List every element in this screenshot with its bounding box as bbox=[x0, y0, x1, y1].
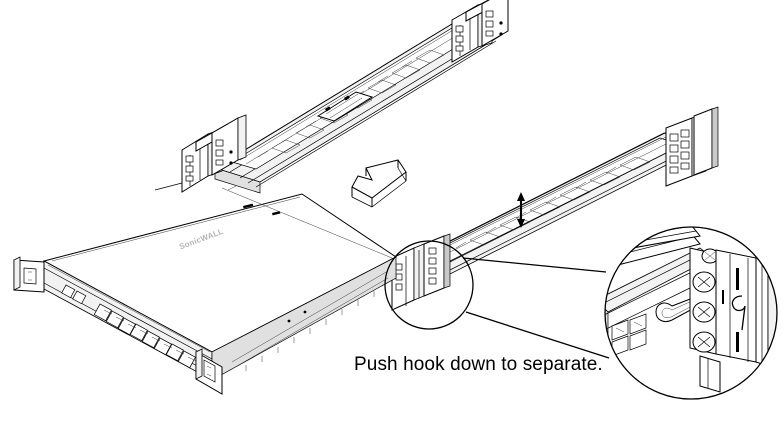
chassis-alignment-line-b bbox=[227, 185, 237, 191]
lower-rail-hook-bracket bbox=[391, 233, 451, 311]
upper-rail-construction-line bbox=[154, 182, 183, 191]
callout-source-circle bbox=[384, 240, 474, 330]
chassis-alignment-line-a bbox=[221, 187, 393, 259]
chassis-right-rack-ear bbox=[195, 348, 223, 395]
upper-rail-right-bracket bbox=[451, 0, 509, 63]
phillips-screw-bottom bbox=[692, 331, 716, 353]
upper-rear-rail bbox=[154, 0, 509, 194]
appliance-chassis bbox=[13, 185, 397, 395]
detail-square-holes bbox=[611, 313, 647, 357]
magnifier-outline bbox=[604, 226, 778, 400]
lower-rail-rack-post bbox=[665, 106, 719, 187]
callout-leader-lines bbox=[462, 257, 610, 359]
detail-bottom-tab bbox=[699, 355, 721, 393]
front-panel-small-ports bbox=[61, 284, 87, 305]
lower-front-rail bbox=[391, 106, 719, 311]
isometric-3d-arrow bbox=[351, 159, 407, 208]
phillips-screw-top bbox=[692, 271, 716, 293]
front-panel-port-detail bbox=[103, 309, 197, 362]
chassis-left-rack-ear bbox=[13, 256, 45, 293]
upper-rail-left-bracket bbox=[181, 114, 247, 193]
front-panel-large-ports bbox=[93, 303, 196, 369]
phillips-screw-middle bbox=[692, 301, 716, 323]
detail-rack-post bbox=[715, 249, 757, 363]
lower-rail-slots bbox=[455, 156, 651, 249]
chassis-top-tabs bbox=[243, 203, 307, 323]
detail-hook-slot bbox=[655, 295, 699, 323]
detail-right-edge-strips bbox=[755, 239, 777, 371]
chassis-right-vents bbox=[231, 270, 389, 371]
upper-rail-latch-plate bbox=[316, 91, 374, 122]
callout-magnified-circle bbox=[604, 226, 778, 400]
slide-direction-marker bbox=[517, 192, 525, 228]
